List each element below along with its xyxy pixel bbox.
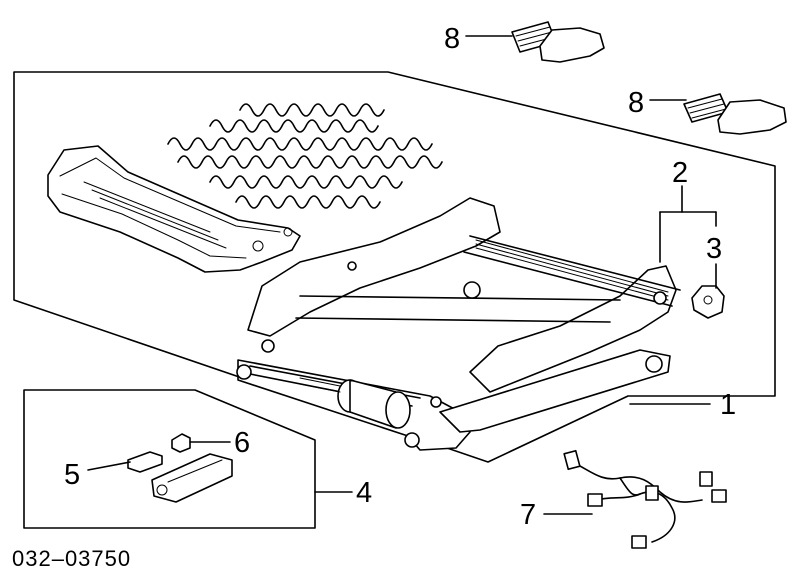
callout-8-lower: 8 bbox=[628, 87, 644, 119]
callout-5: 5 bbox=[64, 459, 80, 491]
part-8-cover-upper bbox=[511, 21, 605, 63]
part-3-bracket bbox=[691, 285, 725, 319]
part-6-knob bbox=[171, 433, 191, 453]
assembly-1-panel bbox=[13, 71, 776, 463]
callout-7: 7 bbox=[520, 499, 536, 531]
zigzag-springs bbox=[167, 103, 443, 209]
callout-2: 2 bbox=[672, 157, 688, 189]
seat-track-frame bbox=[236, 197, 681, 451]
callout-1: 1 bbox=[720, 389, 736, 421]
seat-cushion-pan bbox=[47, 145, 301, 273]
part-7-wire-harness bbox=[563, 449, 727, 549]
callout-3: 3 bbox=[706, 233, 722, 265]
callout-4: 4 bbox=[356, 477, 372, 509]
diagram-part-number: 032–03750 bbox=[12, 546, 131, 571]
leader-lines bbox=[87, 35, 717, 515]
assembly-4-panel bbox=[23, 389, 316, 529]
switch-housing bbox=[151, 453, 233, 503]
part-5-switch bbox=[127, 451, 163, 473]
callout-8-upper: 8 bbox=[444, 23, 460, 55]
seat-motor bbox=[299, 377, 411, 429]
callout-6: 6 bbox=[234, 427, 250, 459]
part-8-cover-lower bbox=[683, 93, 787, 135]
